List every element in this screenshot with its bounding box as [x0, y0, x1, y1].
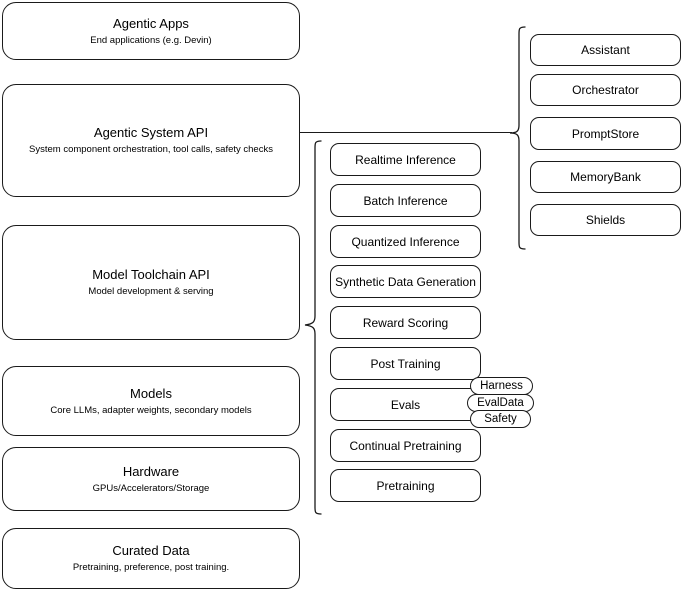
chip-batch-inference[interactable]: Batch Inference [330, 184, 481, 217]
chip-label: Reward Scoring [362, 315, 449, 330]
layer-subtitle: End applications (e.g. Devin) [90, 34, 212, 46]
connector-agentic-system-api-to-components [300, 126, 512, 140]
layer-subtitle: GPUs/Accelerators/Storage [92, 482, 210, 494]
pill-harness[interactable]: Harness [470, 377, 533, 395]
chip-label: PromptStore [571, 126, 640, 141]
chip-shields[interactable]: Shields [530, 204, 681, 236]
layer-title: Agentic System API [93, 125, 209, 140]
chip-evals[interactable]: Evals [330, 388, 481, 421]
layer-box-model-toolchain-api[interactable]: Model Toolchain API Model development & … [2, 225, 300, 340]
chip-label: Synthetic Data Generation [335, 274, 476, 289]
chip-label: Pretraining [376, 478, 435, 493]
chip-label: Batch Inference [363, 193, 448, 208]
chip-pretraining[interactable]: Pretraining [330, 469, 481, 502]
layer-title: Hardware [122, 463, 180, 479]
pill-label: Safety [484, 412, 517, 425]
layer-title: Models [130, 385, 172, 401]
layer-subtitle: Model development & serving [88, 286, 214, 297]
brace-model-toolchain-capabilities [302, 138, 324, 520]
layer-box-agentic-apps[interactable]: Agentic Apps End applications (e.g. Devi… [2, 2, 300, 60]
chip-label: Post Training [370, 356, 441, 371]
chip-label: Continual Pretraining [349, 438, 462, 453]
brace-agentic-system-components [508, 24, 528, 252]
chip-realtime-inference[interactable]: Realtime Inference [330, 143, 481, 176]
chip-continual-pretraining[interactable]: Continual Pretraining [330, 429, 481, 462]
chip-label: Quantized Inference [351, 234, 460, 249]
chip-reward-scoring[interactable]: Reward Scoring [330, 306, 481, 339]
pill-label: EvalData [477, 396, 524, 409]
layer-title: Agentic Apps [113, 15, 189, 31]
layer-box-agentic-system-api[interactable]: Agentic System API System component orch… [2, 84, 300, 197]
chip-label: Shields [585, 213, 626, 227]
pill-safety[interactable]: Safety [470, 410, 531, 428]
chip-label: MemoryBank [570, 170, 641, 184]
layer-box-models[interactable]: Models Core LLMs, adapter weights, secon… [2, 366, 300, 436]
layer-box-hardware[interactable]: Hardware GPUs/Accelerators/Storage [2, 447, 300, 511]
layer-title: Curated Data [112, 543, 190, 558]
chip-memorybank[interactable]: MemoryBank [530, 161, 681, 193]
layer-subtitle: System component orchestration, tool cal… [29, 144, 273, 155]
chip-quantized-inference[interactable]: Quantized Inference [330, 225, 481, 258]
chip-post-training[interactable]: Post Training [330, 347, 481, 380]
pill-label: Harness [480, 379, 523, 392]
chip-label: Evals [390, 397, 421, 412]
chip-label: Assistant [581, 43, 630, 57]
chip-orchestrator[interactable]: Orchestrator [530, 74, 681, 106]
chip-synthetic-data-generation[interactable]: Synthetic Data Generation [330, 265, 481, 298]
chip-label: Realtime Inference [355, 152, 456, 167]
layer-subtitle: Pretraining, preference, post training. [72, 562, 230, 573]
layer-title: Model Toolchain API [92, 267, 210, 282]
chip-promptstore[interactable]: PromptStore [530, 117, 681, 150]
layer-box-curated-data[interactable]: Curated Data Pretraining, preference, po… [2, 528, 300, 589]
pill-evaldata[interactable]: EvalData [467, 394, 534, 412]
layer-subtitle: Core LLMs, adapter weights, secondary mo… [50, 404, 252, 416]
chip-assistant[interactable]: Assistant [530, 34, 681, 66]
chip-label: Orchestrator [572, 83, 639, 97]
